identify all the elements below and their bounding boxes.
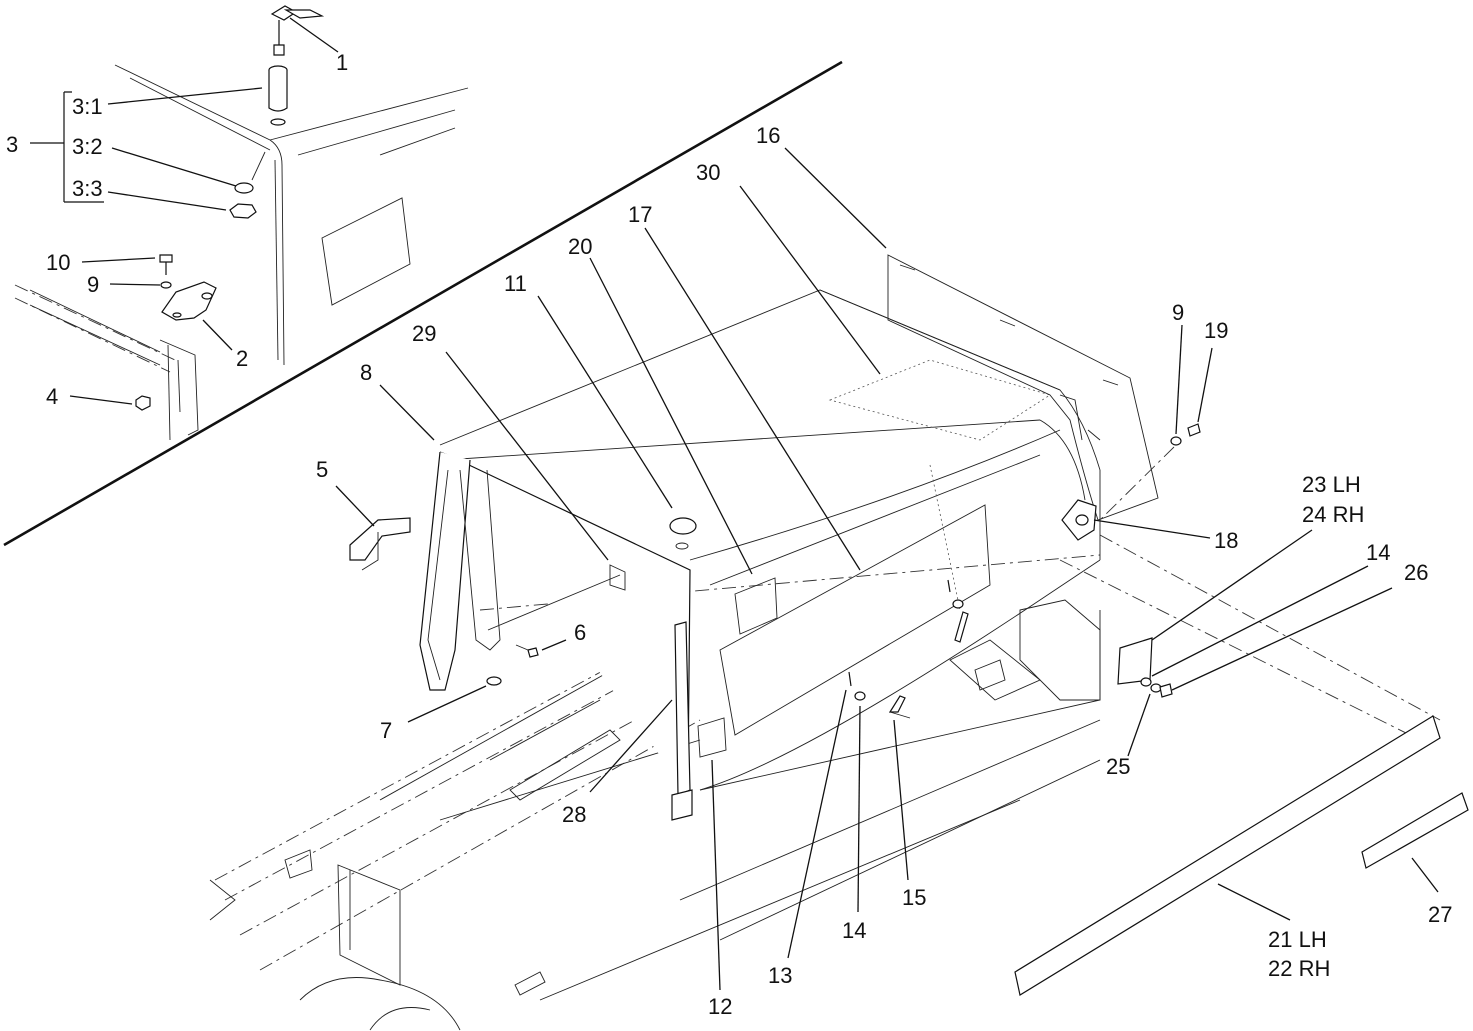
callout-15: 15 (902, 885, 926, 910)
callout-19: 19 (1204, 318, 1228, 343)
main-assembly (209, 254, 1469, 1031)
detail-inset (14, 5, 469, 441)
callout-10: 10 (46, 250, 70, 275)
key-part (270, 5, 325, 56)
callout-6: 6 (574, 620, 586, 645)
callout-9-right: 9 (1172, 300, 1184, 325)
callout-30: 30 (696, 160, 720, 185)
section-divider (3, 60, 843, 547)
callout-16: 16 (756, 123, 780, 148)
callout-5: 5 (316, 457, 328, 482)
callout-7: 7 (380, 718, 392, 743)
nut-part (229, 203, 257, 219)
callout-1: 1 (336, 50, 348, 75)
callout-29: 29 (412, 321, 436, 346)
callout-20: 20 (568, 234, 592, 259)
callout-3-1: 3:1 (72, 94, 103, 119)
callout-18: 18 (1214, 528, 1238, 553)
callout-22-rh: 22 RH (1268, 956, 1330, 981)
side-panel-outline (719, 504, 991, 736)
callout-3: 3 (6, 132, 18, 157)
callout-24-rh: 24 RH (1302, 502, 1364, 527)
callout-13: 13 (768, 963, 792, 988)
callout-14-lower: 14 (842, 918, 866, 943)
leader-lines (69, 17, 1439, 991)
callout-17: 17 (628, 202, 652, 227)
callout-2: 2 (236, 346, 248, 371)
callout-12: 12 (708, 994, 732, 1019)
switch-body-part (268, 65, 288, 126)
callout-21-lh: 21 LH (1268, 927, 1327, 952)
callout-25: 25 (1106, 754, 1130, 779)
lock-washer-part (234, 182, 254, 194)
callout-3-3: 3:3 (72, 176, 103, 201)
callout-11: 11 (504, 271, 527, 296)
callout-27: 27 (1428, 902, 1452, 927)
callout-23-lh: 23 LH (1302, 472, 1361, 497)
callout-4: 4 (46, 384, 58, 409)
callout-9-inset: 9 (87, 272, 99, 297)
callout-28: 28 (562, 802, 586, 827)
callout-8: 8 (360, 360, 372, 385)
callout-26: 26 (1404, 560, 1428, 585)
callout-3-2: 3:2 (72, 134, 103, 159)
callout-14-right: 14 (1366, 540, 1390, 565)
